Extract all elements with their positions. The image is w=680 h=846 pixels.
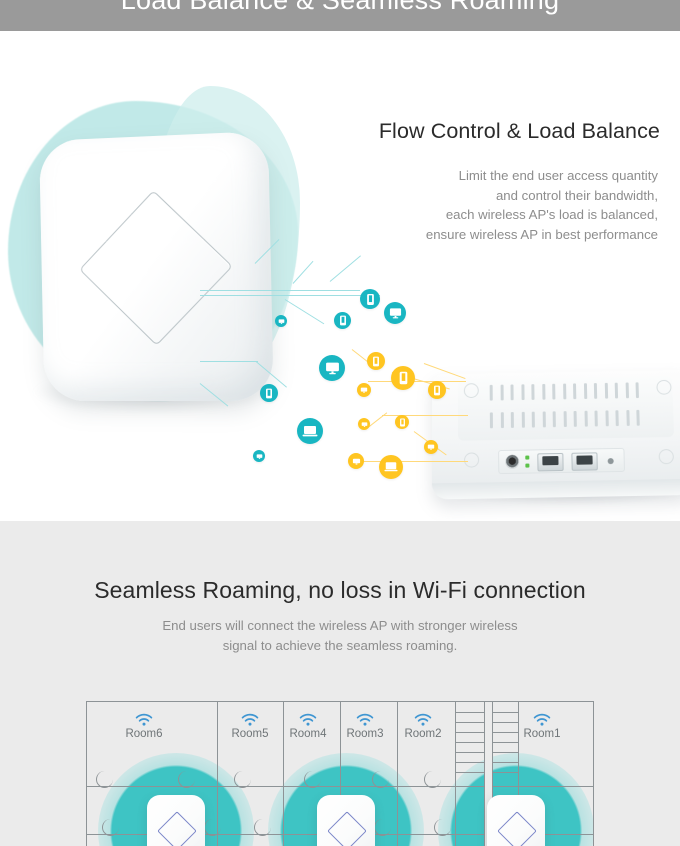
room-label: Room6 xyxy=(125,728,163,740)
door-arc xyxy=(372,771,389,788)
body-line: ensure wireless AP in best performance xyxy=(425,226,658,242)
connection-line xyxy=(200,290,360,291)
room-label: Room3 xyxy=(346,728,384,740)
connection-line xyxy=(367,412,388,428)
connection-line xyxy=(254,239,280,264)
connection-line xyxy=(199,383,229,407)
client-device-node xyxy=(357,383,371,397)
diamond-logo-icon xyxy=(157,811,197,846)
client-device-node xyxy=(275,315,287,327)
client-device-node xyxy=(391,366,415,390)
client-device-node xyxy=(260,384,278,402)
interior-wall xyxy=(283,701,284,846)
room-label: Room5 xyxy=(231,728,269,740)
floorplan-access-point xyxy=(317,795,375,846)
connection-line xyxy=(284,299,325,325)
floorplan-access-point xyxy=(487,795,545,846)
page-title: Load Balance & Seamless Roaming xyxy=(120,0,560,15)
client-device-node xyxy=(319,355,345,381)
interior-wall xyxy=(518,701,519,846)
client-device-node xyxy=(348,453,364,469)
room-label: Room2 xyxy=(404,728,442,740)
door-arc xyxy=(96,771,113,788)
interior-wall xyxy=(217,701,218,846)
wifi-icon xyxy=(298,713,318,727)
interior-wall xyxy=(340,701,341,846)
door-arc xyxy=(234,771,251,788)
client-device-node xyxy=(384,302,406,324)
door-arc xyxy=(304,771,321,788)
corridor-wall xyxy=(86,786,594,787)
body-line: signal to achieve the seamless roaming. xyxy=(222,638,458,653)
diamond-logo-icon xyxy=(497,811,537,846)
wifi-icon xyxy=(532,713,552,727)
door-arc xyxy=(204,819,221,836)
wifi-icon xyxy=(413,713,433,727)
client-device-node xyxy=(428,381,446,399)
door-arc xyxy=(178,771,195,788)
connection-line xyxy=(382,415,468,416)
door-arc xyxy=(424,771,441,788)
floorplan-access-point xyxy=(147,795,205,846)
connection-line xyxy=(200,361,258,362)
client-device-node xyxy=(379,455,403,479)
body-line: End users will connect the wireless AP w… xyxy=(162,618,518,633)
diamond-logo-icon xyxy=(327,811,367,846)
section-one-body: Limit the end user access quantity and c… xyxy=(300,166,658,244)
wifi-icon xyxy=(240,713,260,727)
connection-line xyxy=(423,363,466,380)
connection-line xyxy=(292,260,314,284)
body-line: and control their bandwidth, xyxy=(495,187,658,203)
body-line: Limit the end user access quantity xyxy=(458,168,658,183)
connected-clients-diagram xyxy=(0,31,680,521)
client-device-node xyxy=(297,418,323,444)
section-two-body: End users will connect the wireless AP w… xyxy=(0,616,680,656)
room-label: Room1 xyxy=(523,728,561,740)
door-arc xyxy=(254,819,271,836)
room-label: Room4 xyxy=(289,728,327,740)
connection-line xyxy=(360,461,468,462)
wifi-icon xyxy=(355,713,375,727)
stairwell-icon xyxy=(456,702,518,846)
section-one-heading: Flow Control & Load Balance xyxy=(378,119,660,143)
door-arc xyxy=(434,819,451,836)
client-device-node xyxy=(253,450,265,462)
client-device-node xyxy=(424,440,438,454)
flow-control-section: Flow Control & Load Balance Limit the en… xyxy=(0,31,680,521)
connection-line xyxy=(200,295,380,296)
wifi-icon xyxy=(134,713,154,727)
section-two-heading: Seamless Roaming, no loss in Wi-Fi conne… xyxy=(94,577,586,603)
client-device-node xyxy=(367,352,385,370)
client-device-node xyxy=(360,289,380,309)
client-device-node xyxy=(358,418,370,430)
connection-line xyxy=(329,255,361,282)
floorplan-diagram: Room6 Room5 Room4 Room3 Room2 Room1 xyxy=(86,701,594,846)
door-arc xyxy=(102,819,119,836)
interior-wall xyxy=(397,701,398,846)
client-device-node xyxy=(395,415,409,429)
connection-line xyxy=(368,381,466,382)
body-line: each wireless AP's load is balanced, xyxy=(445,207,658,222)
page-banner: Load Balance & Seamless Roaming xyxy=(0,0,680,31)
client-device-node xyxy=(334,312,351,329)
door-arc xyxy=(374,819,391,836)
interior-wall xyxy=(455,701,456,846)
